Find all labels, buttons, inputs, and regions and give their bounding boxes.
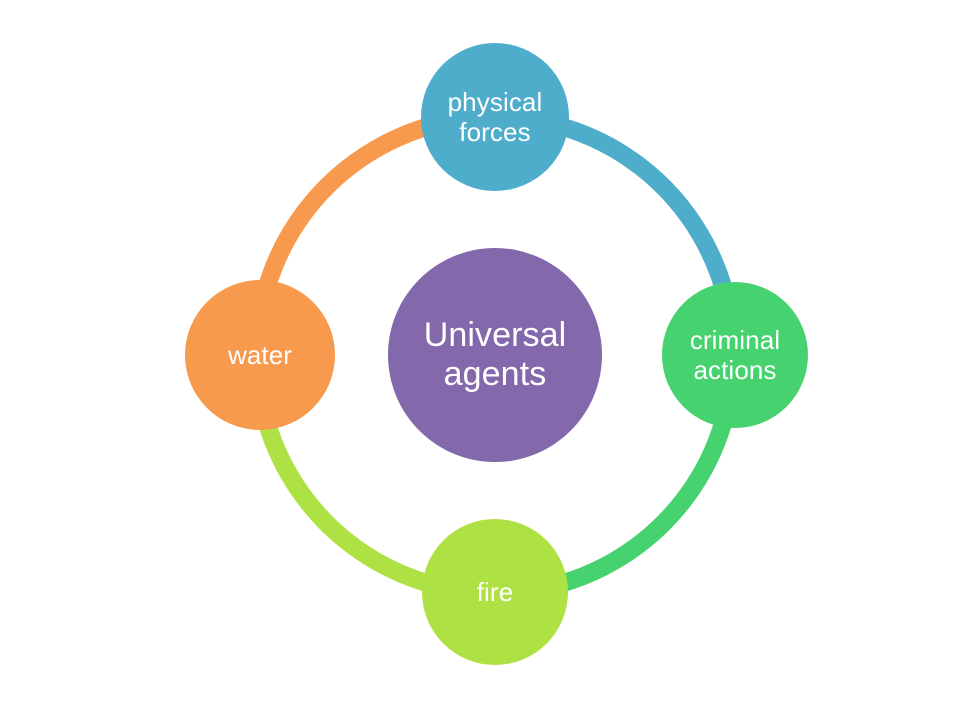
node-circle-group [185, 43, 808, 665]
node-circle-physical-forces[interactable] [421, 43, 569, 191]
node-circle-fire[interactable] [422, 519, 568, 665]
node-circle-criminal-actions[interactable] [662, 282, 808, 428]
hub-circle-universal-agents[interactable] [388, 248, 602, 462]
node-circle-water[interactable] [185, 280, 335, 430]
